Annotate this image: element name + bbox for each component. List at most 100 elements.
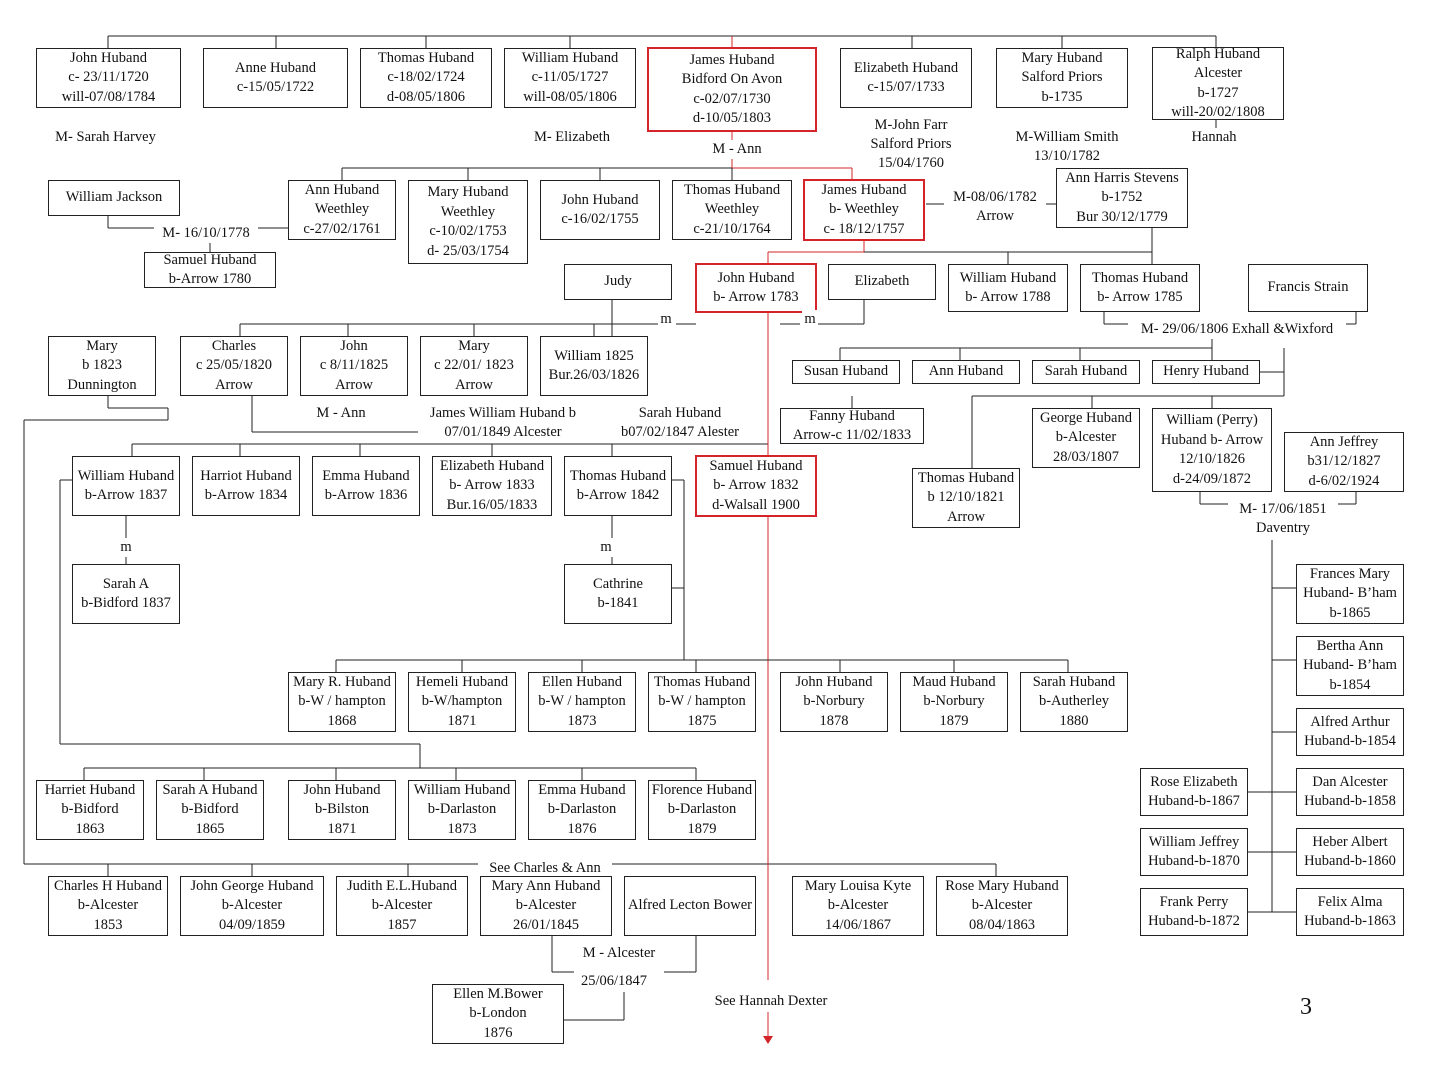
label-line: M-William Smith [1015, 129, 1119, 145]
label-line: M - Ann [316, 405, 366, 421]
person-line: Mary Ann Huband [491, 877, 601, 894]
person-line: Elizabeth Huband [853, 59, 959, 76]
person-line: Bur.26/03/1826 [548, 367, 640, 383]
person-line: c- 18/12/1757 [823, 220, 905, 237]
person-line: c-16/02/1755 [561, 211, 639, 227]
person-line: Ellen Huband [541, 673, 623, 690]
person-line: b 12/10/1821 [927, 489, 1005, 506]
label-line: m [660, 311, 672, 327]
person-line: 1876 [483, 1024, 513, 1041]
person-line: Susan Huband [803, 363, 889, 380]
person-line: 1863 [75, 820, 105, 837]
person-line: Ann Harris Stevens [1065, 169, 1179, 186]
person-line: 1853 [93, 916, 123, 933]
person-line: b-W / hampton [298, 693, 386, 710]
marriage-label: M- Elizabeth [526, 128, 618, 147]
person-line: Huband-b-1858 [1304, 793, 1396, 809]
person-line: Ann Huband [304, 181, 380, 198]
person-line: b- Arrow 1832 [713, 477, 799, 494]
person-line: Elizabeth Huband [439, 457, 545, 474]
person-line: Thomas Huband [917, 469, 1015, 486]
label-line: Salford Priors [870, 136, 952, 152]
person-line: c- 23/11/1720 [68, 69, 149, 86]
person-line: b- Weethley [829, 201, 899, 218]
person-line: b-Bidford [181, 801, 239, 818]
label-line: 25/06/1847 [580, 973, 648, 989]
person-line: Ann Huband [928, 363, 1004, 380]
person-line: c-21/10/1764 [693, 220, 771, 237]
person-box: Francis Strain [1248, 264, 1368, 312]
person-line: 1868 [327, 712, 357, 729]
person-line: b-Alcester [371, 897, 433, 914]
person-line: Rose Mary Huband [945, 877, 1059, 894]
person-line: George Huband [1040, 409, 1132, 426]
person-line: Sarah A Huband [162, 781, 258, 798]
person-box: Ellen Huband b-W / hampton 1873 [528, 672, 636, 732]
person-line: Mary [458, 337, 490, 354]
person-line: Sarah Huband [1032, 673, 1116, 690]
person-line: Judy [604, 273, 632, 290]
marriage-label: m [118, 538, 134, 557]
person-line: Sarah Huband [1044, 363, 1128, 380]
person-line: b-Arrow 1780 [168, 271, 252, 287]
person-line: William Jeffrey [1148, 833, 1240, 850]
person-line: Hemeli Huband [415, 673, 509, 690]
person-line: John Huband [717, 269, 795, 286]
person-line: Samuel Huband [709, 457, 803, 474]
person-line: Huband b- Arrow [1160, 431, 1264, 448]
label-line: m [120, 539, 132, 555]
person-line: Mary Huband [427, 184, 509, 200]
person-line: Felix Alma [1317, 893, 1383, 910]
person-line: Henry Huband [1163, 363, 1249, 380]
person-line: Huband- B’ham [1303, 585, 1397, 602]
person-line: Ralph Huband [1175, 47, 1261, 62]
person-line: Samuel Huband [163, 252, 257, 268]
spouse-label: Hannah [1184, 128, 1244, 147]
person-line: b-W / hampton [538, 693, 626, 710]
person-line: Rose Elizabeth [1150, 773, 1238, 790]
person-line: Huband-b-1854 [1304, 733, 1396, 749]
person-line: c 25/05/1820 [195, 357, 273, 374]
person-line: Arrow [947, 508, 985, 525]
person-line: b- Arrow 1833 [449, 477, 535, 494]
person-line: John Huband [70, 49, 147, 66]
person-line: Heber Albert [1312, 833, 1388, 850]
label-line: m [600, 539, 612, 555]
marriage-date-label: 25/06/1847 [574, 972, 654, 991]
person-line: b-Arrow 1842 [576, 487, 660, 503]
person-line: 1873 [567, 712, 597, 729]
person-line: b-Alcester [971, 897, 1033, 914]
person-line: will-20/02/1808 [1171, 104, 1265, 120]
label-line: Hannah [1191, 129, 1237, 145]
person-line: Elizabeth [854, 273, 910, 290]
